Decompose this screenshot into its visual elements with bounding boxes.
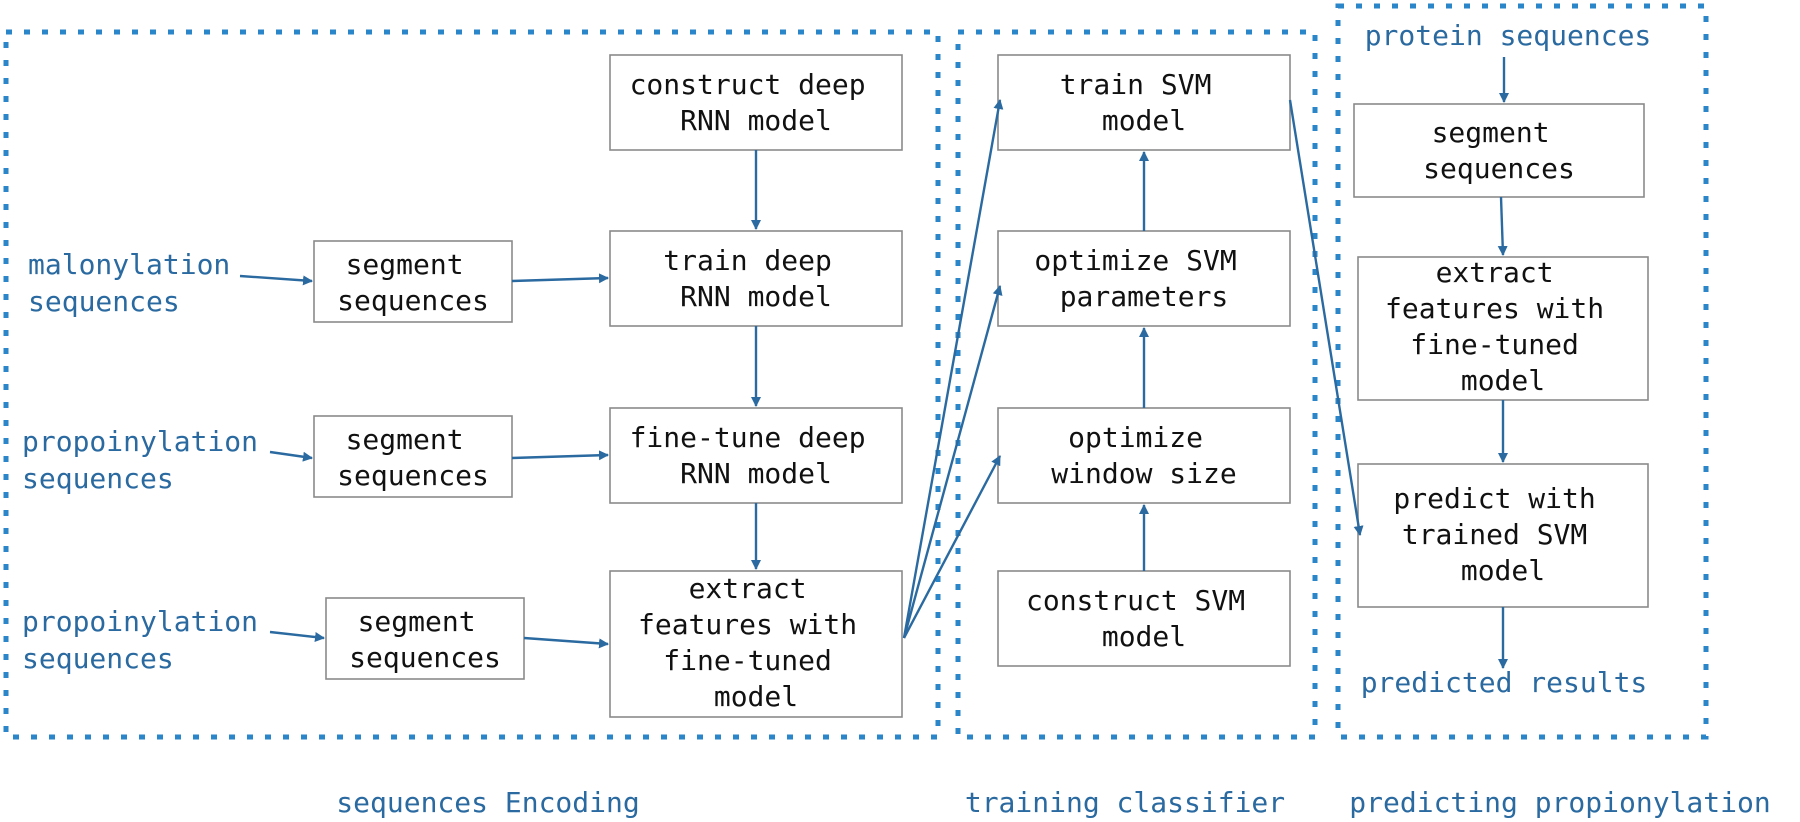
encoding-input-1: malonylation sequences [28,248,247,318]
train-svm-box: train SVM model [997,54,1291,151]
svg-text:extract features with: extract features with fine-tuned model [1385,256,1621,397]
arrow-segment-extract [1497,196,1508,256]
predict-extract-box: extract features with fine-tuned model [1357,256,1649,401]
svg-text:segment sequences: segment sequences [349,605,501,674]
caption-predicting: predicting propionylation [1349,786,1770,819]
extract-features-box: extract features with fine-tuned model [609,570,903,718]
predict-svm-box: predict with trained SVM model [1357,463,1649,608]
arrow-extract-params [902,285,1003,639]
caption-encoding: sequences Encoding [336,786,639,819]
arrows [239,57,1509,669]
svg-text:optimize SVM parameters: optimize SVM parameters [1034,244,1253,313]
svg-text:predict with trained SVM: predict with trained SVM model [1393,482,1612,587]
svg-text:train deep RNN model: train deep RNN model [663,244,848,313]
segment-box-1: segment sequences [313,240,513,323]
arrow-segment3-extract [523,636,609,649]
svg-text:extract features with: extract features with fine-tuned model [638,572,874,713]
arrow-segment2-finetune [511,450,609,461]
train-rnn-box: train deep RNN model [609,230,903,327]
svg-text:segment sequences: segment sequences [337,423,489,492]
finetune-rnn-box: fine-tune deep RNN model [609,407,903,504]
segment-box-3: segment sequences [325,597,525,680]
optimize-svm-params-box: optimize SVM parameters [997,230,1291,327]
encoding-region [3,29,941,740]
optimize-window-box: optimize window size [997,407,1291,504]
arrow-input1-segment [239,274,313,286]
svg-text:construct SVM model: construct SVM model [1026,584,1262,653]
svg-text:segment sequences: segment sequences [337,248,489,317]
arrow-segment1-train [511,273,609,284]
svg-text:train SVM model: train SVM model [1060,68,1229,137]
arrow-input2-segment [269,450,313,462]
predicting-region [1335,3,1709,740]
arrow-input3-segment [269,630,325,642]
protein-sequences-label: protein sequences [1365,19,1652,52]
arrow-extract-window [902,455,1002,639]
svg-text:segment sequences: segment sequences [1423,116,1575,185]
svg-text:construct deep RNN model: construct deep RNN model [630,68,883,137]
encoding-input-3: propoinylation sequences [22,605,275,675]
predict-segment-box: segment sequences [1353,103,1645,198]
arrow-trainsvm-predict [1288,99,1364,536]
segment-box-2: segment sequences [313,415,513,498]
arrow-extract-trainsvm [902,99,1004,639]
svg-text:fine-tune deep RNN model: fine-tune deep RNN model [630,421,883,490]
svg-text:optimize window size: optimize window size [1051,421,1236,490]
predicted-results-label: predicted results [1361,666,1648,699]
construct-rnn-box: construct deep RNN model [609,54,903,151]
caption-training: training classifier [965,786,1285,819]
construct-svm-box: construct SVM model [997,570,1291,667]
encoding-input-2: propoinylation sequences [22,425,275,495]
